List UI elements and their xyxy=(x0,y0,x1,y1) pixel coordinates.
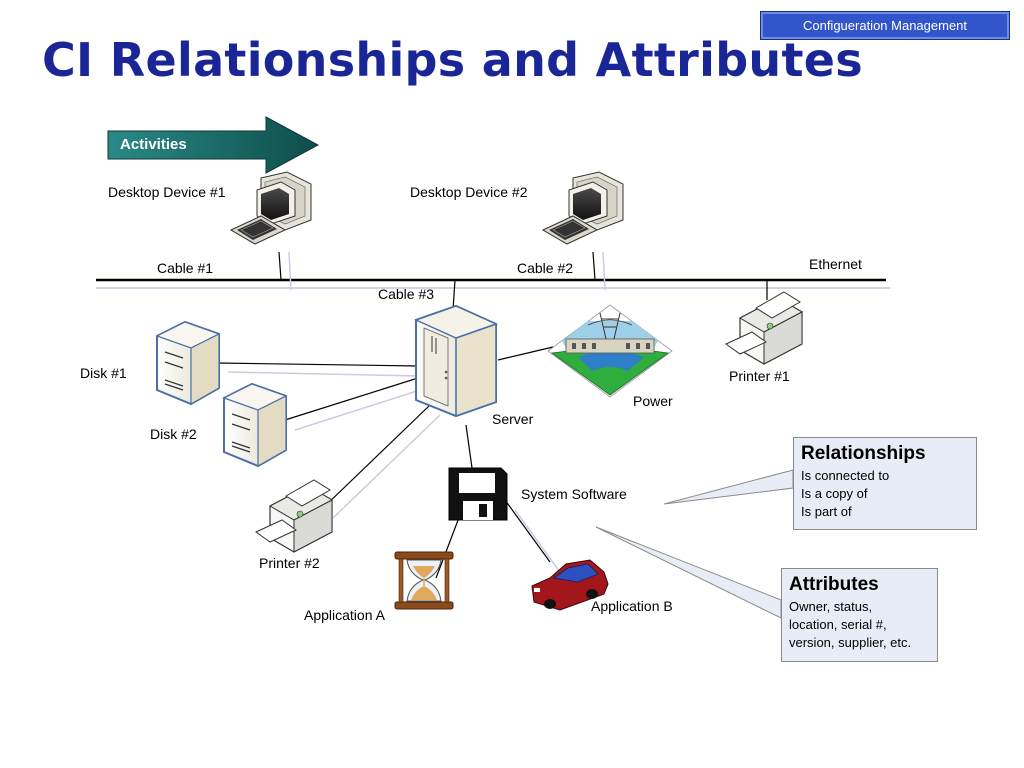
system-software-label: System Software xyxy=(521,486,627,502)
power-label: Power xyxy=(633,393,673,409)
hourglass-icon xyxy=(394,551,454,610)
disk-1-label: Disk #1 xyxy=(80,365,127,381)
attributes-title: Attributes xyxy=(789,574,879,595)
attributes-callout: Attributes Owner, status, location, seri… xyxy=(781,568,938,662)
printer-1-label: Printer #1 xyxy=(729,368,790,384)
desktop-computer-icon xyxy=(541,171,624,245)
relationships-pointer xyxy=(663,469,794,505)
cable-2-label: Cable #2 xyxy=(517,260,574,276)
ethernet-label: Ethernet xyxy=(809,256,862,272)
disk-drive-icon xyxy=(155,320,221,406)
desktop-device-2-label: Desktop Device #2 xyxy=(410,184,528,200)
activities-label: Activities xyxy=(120,136,187,153)
server-label: Server xyxy=(492,411,534,427)
relationship-item: Is part of xyxy=(801,504,852,519)
disk-drive-icon xyxy=(222,382,288,468)
attribute-item: location, serial #, xyxy=(789,617,887,632)
page-title: CI Relationships and Attributes xyxy=(42,33,863,87)
printer-icon xyxy=(255,479,334,553)
ethernet-bus xyxy=(96,278,890,289)
attribute-item: Owner, status, xyxy=(789,599,873,614)
cable-1-label: Cable #1 xyxy=(157,260,214,276)
printer-icon xyxy=(725,291,804,365)
relationships-title: Relationships xyxy=(801,443,926,464)
power-plant-icon xyxy=(547,304,673,398)
relationships-callout: Relationships Is connected to Is a copy … xyxy=(793,437,977,530)
attribute-item: version, supplier, etc. xyxy=(789,635,912,650)
section-badge: Configueration Management xyxy=(760,11,1010,40)
application-a-label: Application A xyxy=(304,607,385,623)
connection-lines xyxy=(217,251,768,579)
activities-arrow xyxy=(107,116,320,174)
floppy-disk-icon xyxy=(448,467,508,521)
relationship-item: Is a copy of xyxy=(801,486,868,501)
relationship-item: Is connected to xyxy=(801,468,890,483)
printer-2-label: Printer #2 xyxy=(259,555,320,571)
connection-shadows xyxy=(227,251,606,573)
car-icon xyxy=(531,559,609,611)
disk-2-label: Disk #2 xyxy=(150,426,197,442)
desktop-device-1-label: Desktop Device #1 xyxy=(108,184,226,200)
desktop-computer-icon xyxy=(229,171,312,245)
application-b-label: Application B xyxy=(591,598,673,614)
server-tower-icon xyxy=(413,304,499,418)
cable-3-label: Cable #3 xyxy=(378,286,435,302)
